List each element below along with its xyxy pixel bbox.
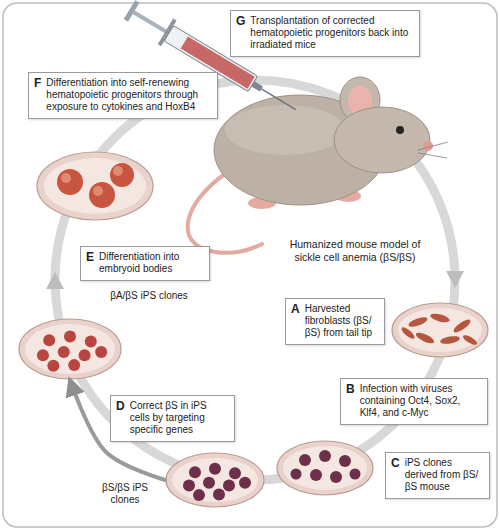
step-letter: D [116,400,125,413]
dish-outline [165,452,265,508]
ips-colony [319,450,331,462]
embryoid-body [110,163,134,187]
step-text: Infection with viruses containing Oct4, … [360,383,481,419]
fibroblast-cell [452,317,472,334]
step-box: E Differentiation into embryoid bodies [80,246,210,281]
ips-colony [213,489,225,501]
fibroblast-dish [392,303,488,357]
ips-colony [330,471,342,483]
dish-floor [172,458,258,502]
embryoid-dish [37,152,153,220]
dish-label: βA/βS iPS clones [104,290,194,302]
mouse-whisker [418,153,447,158]
ips-colony [183,480,195,492]
syringe-needle [261,89,295,110]
step-letter: G [236,15,245,28]
mouse-head [334,107,430,173]
syringe-thumb [124,0,140,21]
dish-label: βS/βS iPS clones [89,482,161,506]
ips-colony [58,346,70,358]
ips-colony [68,359,80,371]
step-box: D Correct βS in iPS cells by targeting sp… [110,395,235,442]
embryoid-highlight [61,173,71,183]
dish-rim [19,319,121,379]
step-text: Transplantation of corrected hematopoiet… [250,15,413,51]
fibroblast-cell [440,335,461,345]
ips-colony [310,469,322,481]
mouse-highlight [225,105,345,155]
ring-arrowhead [46,272,64,289]
step-text: Differentiation into self-renewing hemat… [46,77,211,113]
ips-colony [203,477,215,489]
ips-colony [43,334,55,346]
dish-rim [37,152,153,220]
ips-colony [85,336,97,348]
ips-colony [189,466,201,478]
culture-dish: βA/βS iPS clones [18,318,122,380]
ips-colony [229,467,241,479]
step-box: CiPS clones derived from βS/βS mouse [385,452,490,499]
mouse-illustration [188,77,448,253]
syringe-plunger [132,10,170,35]
fibroblast-cell [407,315,428,328]
ips-colony [209,463,221,475]
ips-colony [291,469,302,480]
dish-rim [166,453,264,507]
syringe-hub [251,81,263,91]
fibroblast-cell [414,331,435,346]
step-letter: A [291,303,300,316]
step-box: A Harvested fibroblasts (βS/βS) from tail… [285,298,385,345]
step-letter: B [346,383,355,396]
fibroblast-cell [429,312,450,324]
fibroblast-cell [462,333,479,346]
ips-colony [350,469,361,480]
dish-floor [44,158,146,214]
ring-arrowhead [446,271,464,288]
mouse-label: Humanized mouse model of sickle cell ane… [282,238,428,264]
step-text: iPS clones derived from βS/βS mouse [405,457,483,493]
embryoid-highlight [93,186,103,196]
frame [3,3,497,527]
ips-colony [47,360,59,372]
fibroblast-cell [400,326,416,341]
culture-dish: βS/βS iPS clones [165,452,265,508]
mouse-whisker [418,142,448,150]
mouse-eye [396,126,404,134]
ips-colony [223,480,235,492]
mouse-caption: Humanized mouse model of sickle cell ane… [282,238,428,264]
step-letter: C [391,457,400,470]
ips-colony [299,454,311,466]
embryoid-body [89,182,115,208]
ips-colony [193,489,205,501]
dish-floor [25,324,115,374]
dish-rim [392,303,488,357]
ips-colony [339,455,351,467]
dish-rim [277,441,373,495]
dish-floor [398,308,482,352]
step-letter: F [34,77,41,90]
step-text: Harvested fibroblasts (βS/βS) from tail … [305,303,378,339]
step-letter: E [86,251,94,264]
step-box: B Infection with viruses containing Oct4,… [340,378,488,425]
ips-colony [95,346,107,358]
step-box: F Differentiation into self-renewing hema… [28,72,218,119]
ips-dish [277,441,373,495]
ips-colony [79,349,91,361]
dish-floor [283,446,367,490]
embryoid-body [57,169,83,195]
ips-colony [64,331,76,343]
step-box: G Transplantation of corrected hematopoie… [230,10,420,57]
step-text: Correct βS in iPS cells by targeting spe… [130,400,228,436]
cycle-arrow [70,380,165,480]
step-text: Differentiation into embryoid bodies [99,251,203,275]
ips-colony [37,349,49,361]
embryoid-highlight [113,166,123,176]
ips-colony [239,477,251,489]
dish-outline [18,318,122,380]
